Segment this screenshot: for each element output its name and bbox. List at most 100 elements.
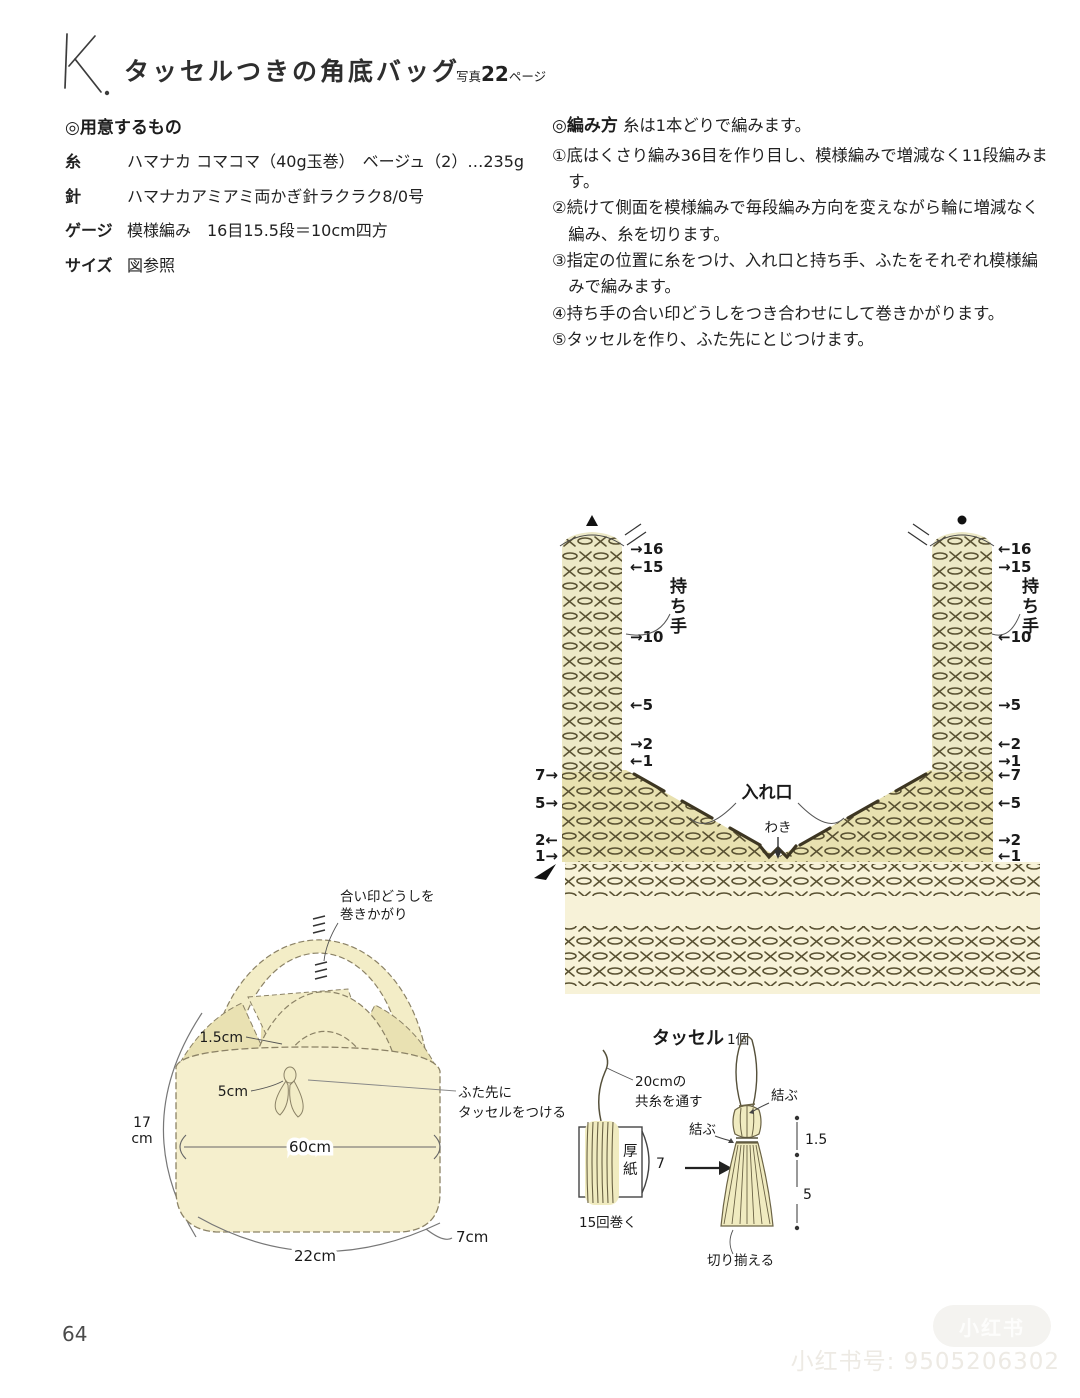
watermark-badge: 小红书	[933, 1305, 1051, 1347]
row-number: 5→	[535, 794, 558, 812]
row-number: →2	[630, 735, 653, 753]
chart-right-handle-strip	[929, 532, 995, 772]
handle-label-char: ち	[670, 597, 687, 617]
thread-note: 20cmの 共糸を通す	[635, 1074, 703, 1110]
tassel-placement-note: ふた先に タッセルをつける	[458, 1085, 566, 1121]
row-number: ←1	[998, 847, 1021, 865]
material-value: 図参照	[127, 255, 176, 275]
row-number: ←1	[630, 752, 653, 770]
instructions-section: ◎編み方 糸は1本どりで編みます。 ①底はくさり編み36目を作り目し、模様編みで…	[552, 113, 1052, 354]
material-value: ハマナカアミアミ両かぎ針ラクラク8/0号	[127, 186, 425, 206]
row-number: ←16	[998, 540, 1031, 558]
note-line: 20cmの	[635, 1074, 686, 1090]
circle-marker	[957, 515, 967, 525]
tassel-loop	[735, 1035, 758, 1107]
instruction-step-2: ②続けて側面を模様編みで毎段編み方向を変えながら輪に増減なく編み、糸を切ります。	[552, 198, 1039, 244]
instructions-heading: ◎編み方	[552, 116, 618, 136]
handle-label-char: ち	[1022, 597, 1039, 617]
row-number: ←5	[998, 794, 1021, 812]
handle-label-char: 手	[670, 616, 687, 637]
label-char: 厚	[623, 1144, 638, 1160]
start-arrow-icon	[534, 864, 556, 880]
row-start-arrow-left	[624, 523, 647, 546]
left-strip-row-numbers: →16 ←15 →10 ←5 →2 ←1	[630, 540, 663, 770]
instruction-step-5: ⑤タッセルを作り、ふた先にとじつけます。	[552, 330, 874, 350]
instruction-step-1: ①底はくさり編み36目を作り目し、模様編みで増減なく11段編みます。	[552, 145, 1048, 191]
label-char: 紙	[623, 1161, 638, 1178]
page-number: 64	[62, 1322, 88, 1346]
row-start-arrow-right	[907, 523, 930, 546]
handle-label-right: 持 ち 手	[1022, 576, 1039, 637]
material-label: サイズ	[65, 255, 113, 275]
tie-label-top: 結ぶ	[771, 1088, 798, 1104]
tassel-count: 1個	[727, 1032, 749, 1048]
note-line: 共糸を通す	[635, 1094, 703, 1110]
material-row-hook: 針 ハマナカアミアミ両かぎ針ラクラク8/0号	[65, 186, 543, 208]
dim-opening: 60cm	[289, 1138, 331, 1156]
row-number: 2←	[535, 831, 558, 849]
material-label: 糸	[65, 152, 82, 171]
note-line: タッセルをつける	[458, 1105, 566, 1121]
section-letter-k	[64, 33, 110, 96]
hanging-thread	[598, 1049, 609, 1122]
cardboard-label: 厚 紙	[623, 1144, 638, 1178]
row-number: →5	[998, 696, 1021, 714]
material-row-gauge: ゲージ 模様編み 16目15.5段＝10cm四方	[65, 220, 543, 242]
note-line: ふた先に	[458, 1085, 512, 1101]
row-number: →15	[998, 558, 1031, 576]
right-strip-row-numbers: ←16 →15 ←10 →5 ←2 →1	[998, 540, 1031, 770]
left-edge-row-numbers: 7→ 5→ 2← 1→	[535, 766, 558, 865]
material-row-yarn: 糸 ハマナカ コマコマ（40g玉巻） ベージュ（2）…235g	[65, 151, 543, 173]
row-number: ←5	[630, 696, 653, 714]
down-arrow-icon	[774, 850, 782, 859]
row-number: ←15	[630, 558, 663, 576]
row-number: →1	[998, 752, 1021, 770]
right-arrow-icon	[719, 1161, 732, 1175]
tassel-neck-tie	[736, 1137, 758, 1143]
alignment-stitch-marks	[312, 915, 328, 980]
material-label: 針	[65, 186, 82, 206]
watermark-id: 小红书号: 9505206302	[790, 1349, 1060, 1375]
instruction-step-3: ③指定の位置に糸をつけ、入れ口と持ち手、ふたをそれぞれ模様編みで編みます。	[552, 251, 1038, 297]
materials-heading: ◎用意するもの	[65, 118, 182, 138]
wrap-count-note: 15回巻く	[579, 1215, 637, 1231]
join-note: 合い印どうしを 巻きかがり	[340, 889, 435, 923]
materials-section: ◎用意するもの 糸 ハマナカ コマコマ（40g玉巻） ベージュ（2）…235g …	[65, 113, 543, 276]
instructions-lead: 糸は1本どりで編みます。	[623, 116, 811, 135]
dim-bottom-depth: 7cm	[456, 1228, 488, 1246]
row-number: →10	[630, 628, 663, 646]
row-number: ←7	[998, 766, 1021, 784]
triangle-marker	[586, 515, 598, 526]
bag-assembly-diagram: 合い印どうしを 巻きかがり 1.5cm 5cm 17 cm 60cm 22cm …	[131, 889, 566, 1269]
instruction-step-4: ④持ち手の合い印どうしをつき合わせにして巻きかがります。	[552, 303, 1005, 323]
tie-label-neck: 結ぶ	[689, 1122, 716, 1138]
dim-skirt: 5	[803, 1187, 812, 1203]
row-number: →2	[998, 831, 1021, 849]
tassel-diagram: タッセル 1個 20cmの 共糸を通す 厚 紙 7 15回巻く	[578, 1028, 827, 1269]
bag-tassel-bow	[274, 1066, 304, 1118]
chart-body-top-rows	[565, 864, 1040, 896]
row-number: →16	[630, 540, 663, 558]
material-value: ハマナカ コマコマ（40g玉巻） ベージュ（2）…235g	[127, 152, 525, 171]
dim-tassel-length: 5cm	[218, 1084, 248, 1100]
tassel-measurements: 1.5 5	[794, 1115, 827, 1231]
photo-page-number: 22	[481, 62, 509, 86]
side-label: わき	[765, 820, 792, 836]
dim-value: 17	[133, 1115, 151, 1131]
handle-label-char: 持	[1022, 576, 1039, 597]
tassel-title: タッセル	[652, 1028, 724, 1049]
handle-label-left: 持 ち 手	[670, 576, 687, 637]
note-line: 合い印どうしを	[340, 889, 435, 905]
material-label: ゲージ	[65, 221, 113, 241]
crochet-chart: →16 ←15 →10 ←5 →2 ←1 ←16 →15 ←10 →5 ←2 →…	[534, 515, 1040, 994]
note-line: 巻きかがり	[340, 907, 408, 923]
bag-body	[175, 1046, 441, 1233]
card-height: 7	[656, 1156, 665, 1172]
chart-body-bottom-rows	[565, 926, 1040, 986]
trim-note: 切り揃える	[707, 1253, 774, 1269]
row-number: 1→	[535, 847, 558, 865]
dim-flap-tip: 1.5cm	[199, 1030, 243, 1046]
dim-bottom-width: 22cm	[294, 1247, 336, 1265]
page-title: タッセルつきの角底バッグ	[124, 57, 461, 86]
handle-label-char: 持	[670, 576, 687, 597]
